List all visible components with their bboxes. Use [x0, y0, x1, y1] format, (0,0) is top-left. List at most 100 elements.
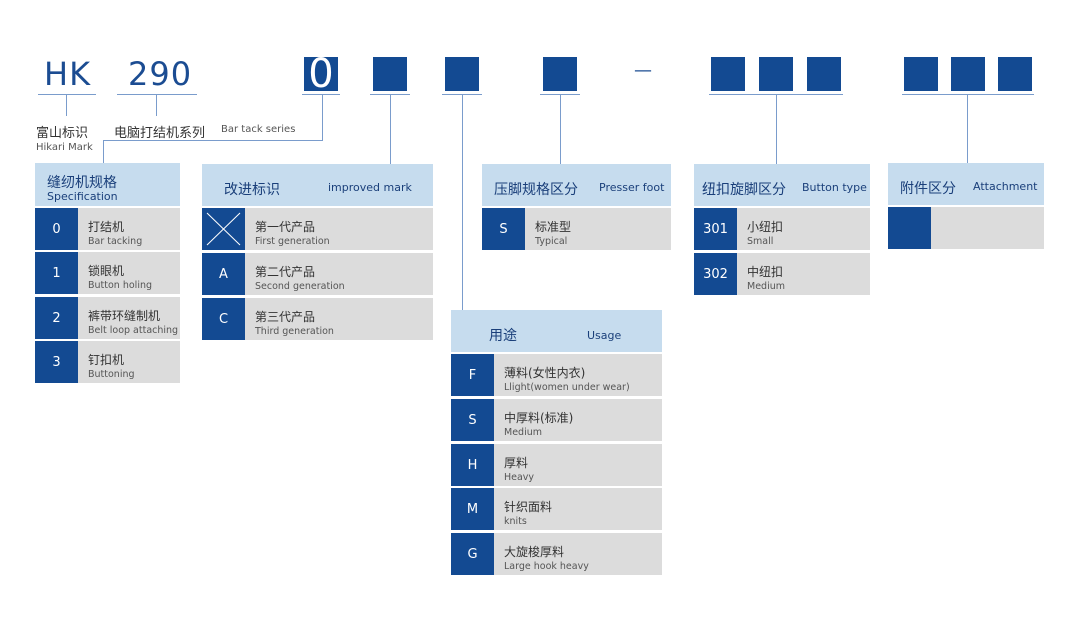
code-square-attach-2: [951, 57, 985, 91]
code-square-button-3: [807, 57, 841, 91]
spec-header: 缝纫机规格 Specification: [35, 163, 180, 206]
code-prefix: HK: [44, 55, 92, 93]
mark-label-en: Hikari Mark: [36, 142, 93, 153]
row-code: 301: [694, 208, 737, 250]
button-connector: [776, 94, 777, 164]
table-row: F 薄料(女性内衣) Llight(women under wear): [451, 354, 662, 396]
row-label-cn: 中纽扣: [747, 265, 784, 279]
row-code: A: [202, 253, 245, 295]
table-row: 第一代产品 First generation: [202, 208, 433, 250]
code-square-presser: [543, 57, 577, 91]
row-code: 302: [694, 253, 737, 295]
row-label-en: Belt loop attaching: [88, 325, 179, 336]
table-row: C 第三代产品 Third generation: [202, 298, 433, 340]
mark-label-cn: 富山标识: [36, 126, 89, 141]
usage-title-en: Usage: [587, 329, 622, 342]
improved-title-cn: 改进标识: [224, 182, 280, 198]
prefix-underline: [38, 94, 96, 95]
attach-header: 附件区分 Attachment: [888, 163, 1044, 205]
presser-title-en: Presser foot: [599, 181, 665, 194]
row-code: [202, 208, 245, 250]
attach-title-en: Attachment: [973, 180, 1038, 193]
row-code: 2: [35, 297, 78, 339]
button-title-en: Button type: [802, 181, 867, 194]
spec-title-en: Specification: [47, 190, 118, 203]
row-code: 0: [35, 208, 78, 250]
row-label-cn: 针织面料: [504, 500, 553, 514]
row-label-cn: 小纽扣: [747, 220, 784, 234]
row-label-en: Medium: [504, 427, 542, 438]
attach-underline: [902, 94, 1034, 95]
square-spec-underline: [302, 94, 340, 95]
row-label-cn: 厚料: [504, 456, 529, 470]
row-label-en: Third generation: [255, 326, 334, 337]
row-label-cn: 第一代产品: [255, 220, 316, 234]
table-row: 2 裤带环缝制机 Belt loop attaching: [35, 297, 180, 339]
presser-header: 压脚规格区分 Presser foot: [482, 164, 671, 206]
row-label-en: Medium: [747, 281, 785, 292]
row-label-en: Bar tacking: [88, 236, 143, 247]
table-row: 301 小纽扣 Small: [694, 208, 870, 250]
code-dash: —: [634, 60, 652, 81]
row-label-cn: 薄料(女性内衣): [504, 366, 586, 380]
improved-title-en: improved mark: [328, 181, 412, 194]
series-label-en: Bar tack series: [221, 124, 296, 135]
row-code: C: [202, 298, 245, 340]
row-label-en: Buttoning: [88, 369, 135, 380]
row-label-en: Button holing: [88, 280, 153, 291]
row-label-en: Typical: [535, 236, 568, 247]
row-code: [888, 207, 931, 249]
table-row: 302 中纽扣 Medium: [694, 253, 870, 295]
row-label-cn: 标准型: [535, 220, 572, 234]
table-row: S 标准型 Typical: [482, 208, 671, 250]
code-series: 290: [128, 55, 193, 93]
row-label-en: knits: [504, 516, 527, 527]
row-label-cn: 第二代产品: [255, 265, 316, 279]
series-label-cn: 电脑打结机系列: [114, 126, 206, 141]
row-label-cn: 大旋梭厚料: [504, 545, 565, 559]
spec-title-cn: 缝纫机规格: [47, 175, 117, 191]
cross-icon: [206, 212, 241, 246]
table-row: 3 钉扣机 Buttoning: [35, 341, 180, 383]
spec-connector-v: [322, 94, 323, 140]
presser-title-cn: 压脚规格区分: [494, 182, 578, 198]
usage-title-cn: 用途: [489, 328, 517, 344]
row-code: S: [451, 399, 494, 441]
attach-title-cn: 附件区分: [900, 181, 956, 197]
row-label-en: Second generation: [255, 281, 345, 292]
row-label-en: Large hook heavy: [504, 561, 589, 572]
row-label-cn: 打结机: [88, 220, 125, 234]
row-code: G: [451, 533, 494, 575]
code-square-improved: [373, 57, 407, 91]
row-code: H: [451, 444, 494, 486]
row-code: 3: [35, 341, 78, 383]
table-row: H 厚料 Heavy: [451, 444, 662, 486]
code-square-attach-1: [904, 57, 938, 91]
table-row: M 针织面料 knits: [451, 488, 662, 530]
series-underline: [117, 94, 197, 95]
prefix-connector: [66, 94, 67, 116]
table-row: 0 打结机 Bar tacking: [35, 208, 180, 250]
row-label-cn: 第三代产品: [255, 310, 316, 324]
attach-connector: [967, 94, 968, 164]
row-label-en: Small: [747, 236, 774, 247]
code-square-button-1: [711, 57, 745, 91]
table-row: G 大旋梭厚料 Large hook heavy: [451, 533, 662, 575]
row-label-cn: 钉扣机: [88, 353, 125, 367]
row-label-en: Heavy: [504, 472, 535, 483]
spec-connector-h: [103, 140, 323, 141]
table-row: [888, 207, 1044, 249]
table-row: A 第二代产品 Second generation: [202, 253, 433, 295]
table-row: S 中厚料(标准) Medium: [451, 399, 662, 441]
row-code: 1: [35, 252, 78, 294]
code-square-usage: [445, 57, 479, 91]
presser-connector: [560, 94, 561, 164]
row-label-en: First generation: [255, 236, 330, 247]
spec-connector-drop: [103, 140, 104, 163]
improved-connector: [390, 94, 391, 164]
usage-header: 用途 Usage: [451, 310, 662, 352]
series-connector: [156, 94, 157, 116]
row-label-en: Llight(women under wear): [504, 382, 630, 393]
row-label-cn: 中厚料(标准): [504, 411, 574, 425]
table-row: 1 锁眼机 Button holing: [35, 252, 180, 294]
